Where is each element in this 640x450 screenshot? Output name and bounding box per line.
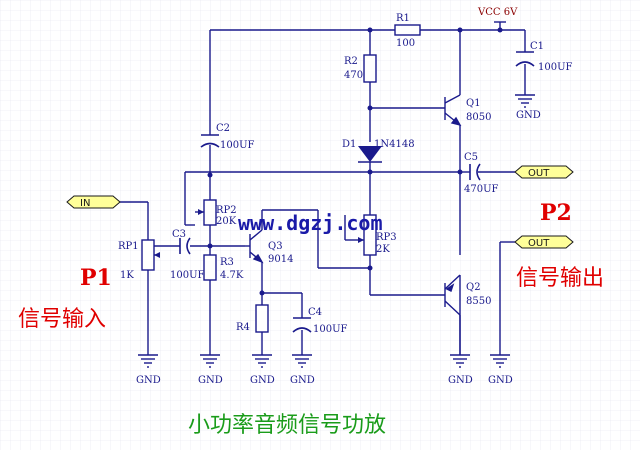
d1-ref: D1 (342, 139, 356, 150)
c3-value: 100UF (170, 270, 205, 281)
q3-ref: Q3 (268, 241, 283, 252)
gnd-label-q2: GND (448, 375, 473, 386)
capacitor-c4: C4 100UF (292, 307, 348, 335)
rp2-value: 20K (216, 216, 237, 227)
potentiometer-rp2: RP2 20K (195, 199, 237, 227)
c1-value: 100UF (538, 62, 573, 73)
diagram-title: 小功率音频信号功放 (188, 413, 386, 438)
out2-label: OUT (528, 238, 550, 249)
c2-value: 100UF (220, 140, 255, 151)
gnd-c1 (515, 94, 535, 108)
c2-ref: C2 (216, 123, 230, 134)
resistor-r1: R1 100 (394, 13, 421, 49)
r3-ref: R3 (220, 257, 234, 268)
transistor-q3 (245, 229, 264, 264)
gnd-rp1 (138, 354, 158, 368)
gnd-label-rp1: GND (136, 375, 161, 386)
gnd-label-c4: GND (290, 375, 315, 386)
gnd-label-r3: GND (198, 375, 223, 386)
transistor-q2 (444, 274, 461, 316)
rp1-value: 1K (120, 270, 134, 281)
p2-desc: 信号输出 (516, 266, 604, 291)
potentiometer-rp3: RP3 2K (358, 214, 397, 256)
vcc-label: VCC 6V (477, 7, 518, 18)
capacitor-c5: C5 470UF (464, 152, 499, 195)
vcc-symbol: VCC 6V (477, 7, 518, 23)
capacitor-c2: C2 100UF (200, 123, 255, 151)
p1-desc: 信号输入 (18, 307, 106, 332)
d1-value: 1N4148 (374, 139, 415, 150)
gnd-label-c1: GND (516, 110, 541, 121)
c5-ref: C5 (464, 152, 478, 163)
c3-ref: C3 (172, 229, 186, 240)
capacitor-c3: C3 100UF (170, 229, 205, 281)
r2-value: 470 (344, 70, 363, 81)
q2-value: 8550 (466, 296, 491, 307)
resistor-r3: R3 4.7K (203, 254, 244, 281)
gnd-r4 (252, 354, 272, 368)
ground-symbols (138, 94, 535, 368)
in-port: IN (66, 195, 121, 209)
c1-ref: C1 (530, 41, 544, 52)
c4-ref: C4 (308, 307, 322, 318)
gnd-r3 (200, 354, 220, 368)
watermark-text: www.dgzj.com (238, 211, 383, 235)
transistor-q1 (444, 94, 462, 127)
q3-value: 9014 (268, 254, 293, 265)
c4-value: 100UF (313, 324, 348, 335)
gnd-c4 (292, 354, 312, 368)
q1-ref: Q1 (466, 98, 481, 109)
wires (120, 22, 526, 355)
gnd-label-p2: GND (488, 375, 513, 386)
p1-label: P1 (80, 265, 112, 291)
out-port-1: OUT (514, 165, 574, 179)
r2-ref: R2 (344, 56, 358, 67)
junction-dots (207, 27, 503, 296)
rp3-value: 2K (376, 244, 390, 255)
gnd-p2 (490, 354, 510, 368)
resistor-r2: R2 470 (344, 54, 377, 83)
r1-ref: R1 (396, 13, 410, 24)
rp2-ref: RP2 (216, 205, 237, 216)
rp1-ref: RP1 (118, 241, 139, 252)
out-port-2: OUT (514, 235, 574, 249)
r4-ref: R4 (236, 322, 250, 333)
out1-label: OUT (528, 168, 550, 179)
p2-label: P2 (540, 200, 572, 226)
q1-value: 8050 (466, 112, 491, 123)
r3-value: 4.7K (220, 270, 244, 281)
capacitor-c1: C1 100UF (515, 41, 573, 73)
gnd-q2 (450, 354, 470, 368)
diode-d1: D1 1N4148 (342, 139, 415, 163)
rp3-ref: RP3 (376, 232, 397, 243)
resistor-r4: R4 (236, 304, 269, 333)
in-label: IN (80, 198, 90, 209)
c5-value: 470UF (464, 184, 499, 195)
potentiometer-rp1: RP1 1K (118, 225, 160, 281)
gnd-label-r4: GND (250, 375, 275, 386)
q2-ref: Q2 (466, 282, 481, 293)
r1-value: 100 (396, 38, 415, 49)
